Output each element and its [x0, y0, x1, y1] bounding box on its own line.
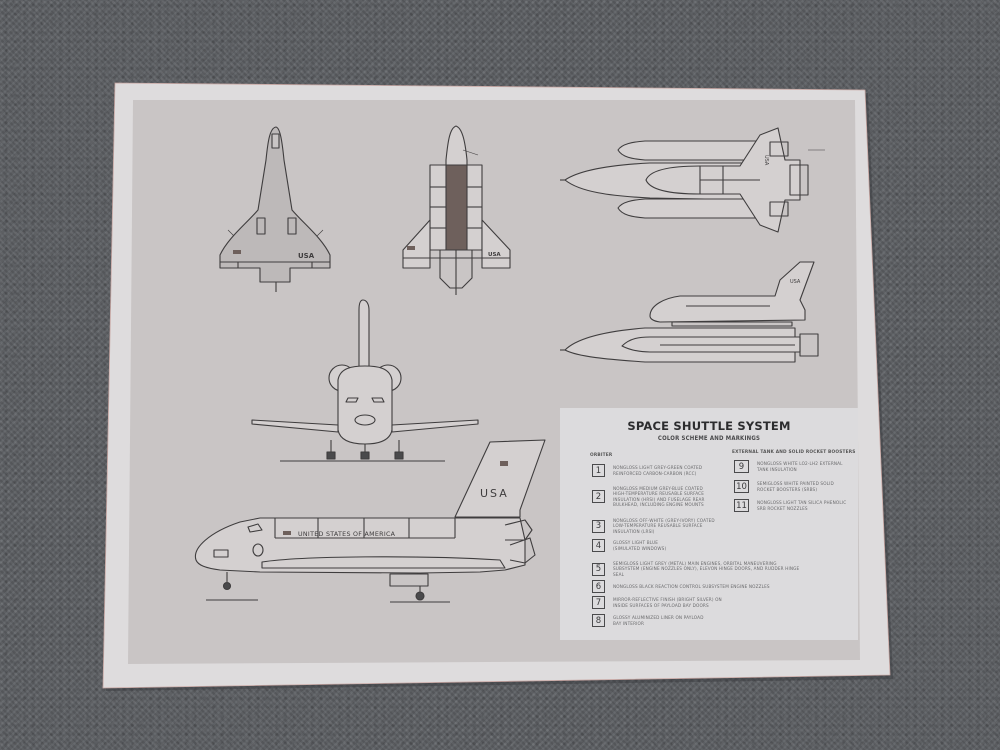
legend-number: 2 [592, 490, 605, 504]
orbiter-front-view [251, 299, 479, 462]
legend-subtitle: COLOR SCHEME AND MARKINGS [657, 435, 761, 442]
legend-number: 4 [592, 539, 605, 552]
legend-number: 8 [592, 614, 605, 627]
side-view-tail-text: USA [480, 487, 509, 500]
legend-description: NONGLOSS BLACK REACTION CONTROL SUBSYSTE… [613, 583, 770, 589]
legend-description: GLOSSY LIGHT BLUE (SIMULATED WINDOWS) [613, 540, 667, 551]
orbiter-side-view [194, 439, 546, 603]
legend-item-11: 11 NONGLOSS LIGHT TAN SILICA PHENOLIC SR… [734, 499, 847, 512]
legend-description: MIRROR-REFLECTIVE FINISH (BRIGHT SILVER)… [613, 597, 722, 608]
legend-item-2: 2 NONGLOSS MEDIUM GREY-BLUE COATED HIGH-… [592, 486, 717, 508]
legend-number: 3 [592, 519, 605, 533]
legend-item-1: 1 NONGLOSS LIGHT GREY-GREEN COATED REINF… [592, 464, 713, 477]
legend-number: 7 [592, 596, 605, 609]
legend-number: 6 [592, 580, 605, 593]
legend-number: 9 [734, 460, 749, 473]
legend-description: NONGLOSS OFF-WHITE (GREY-IVORY) COATED L… [613, 518, 715, 534]
orbiter-payload-bay-view [402, 125, 511, 295]
stack-side-usa-label: USA [790, 279, 801, 285]
bay-view-usa-label: USA [488, 252, 501, 258]
legend-number: 10 [734, 480, 749, 493]
legend-item-9: 9 NONGLOSS WHITE LO2-LH2 EXTERNAL TANK I… [734, 460, 847, 473]
launch-stack-side-view [560, 261, 819, 363]
legend-description: NONGLOSS WHITE LO2-LH2 EXTERNAL TANK INS… [757, 461, 843, 472]
color-scheme-legend: SPACE SHUTTLE SYSTEM COLOR SCHEME AND MA… [560, 408, 858, 640]
side-view-fuselage-text: UNITED STATES OF AMERICA [298, 531, 396, 538]
legend-item-6: 6 NONGLOSS BLACK REACTION CONTROL SUBSYS… [592, 580, 813, 593]
legend-item-3: 3 NONGLOSS OFF-WHITE (GREY-IVORY) COATED… [592, 518, 717, 534]
orbiter-heading: ORBITER [590, 453, 613, 458]
legend-description: SEMIGLOSS LIGHT GREY (METAL) MAIN ENGINE… [613, 561, 800, 577]
legend-number: 5 [592, 562, 605, 576]
legend-number: 1 [592, 464, 605, 477]
legend-item-8: 8 GLOSSY ALUMINIZED LINER ON PAYLOAD BAY… [592, 614, 713, 627]
legend-description: SEMIGLOSS WHITE PAINTED SOLID ROCKET BOO… [757, 481, 834, 492]
legend-item-4: 4 GLOSSY LIGHT BLUE (SIMULATED WINDOWS) [592, 539, 683, 552]
legend-description: NONGLOSS MEDIUM GREY-BLUE COATED HIGH-TE… [613, 486, 705, 508]
legend-number: 11 [734, 499, 749, 512]
legend-title: SPACE SHUTTLE SYSTEM [627, 419, 791, 433]
legend-description: NONGLOSS LIGHT TAN SILICA PHENOLIC SRB R… [757, 500, 847, 511]
et-srb-heading: EXTERNAL TANK AND SOLID ROCKET BOOSTERS [732, 450, 856, 455]
legend-item-7: 7 MIRROR-REFLECTIVE FINISH (BRIGHT SILVE… [592, 596, 738, 609]
top-view-usa-label: USA [298, 252, 315, 260]
legend-description: GLOSSY ALUMINIZED LINER ON PAYLOAD BAY I… [613, 615, 704, 626]
launch-stack-top-view [560, 127, 825, 233]
orbiter-top-view [219, 126, 331, 292]
legend-item-10: 10 SEMIGLOSS WHITE PAINTED SOLID ROCKET … [734, 480, 847, 493]
legend-description: NONGLOSS LIGHT GREY-GREEN COATED REINFOR… [613, 465, 703, 476]
legend-item-5: 5 SEMIGLOSS LIGHT GREY (METAL) MAIN ENGI… [592, 561, 803, 577]
stack-top-usa-label: USA [763, 155, 769, 166]
